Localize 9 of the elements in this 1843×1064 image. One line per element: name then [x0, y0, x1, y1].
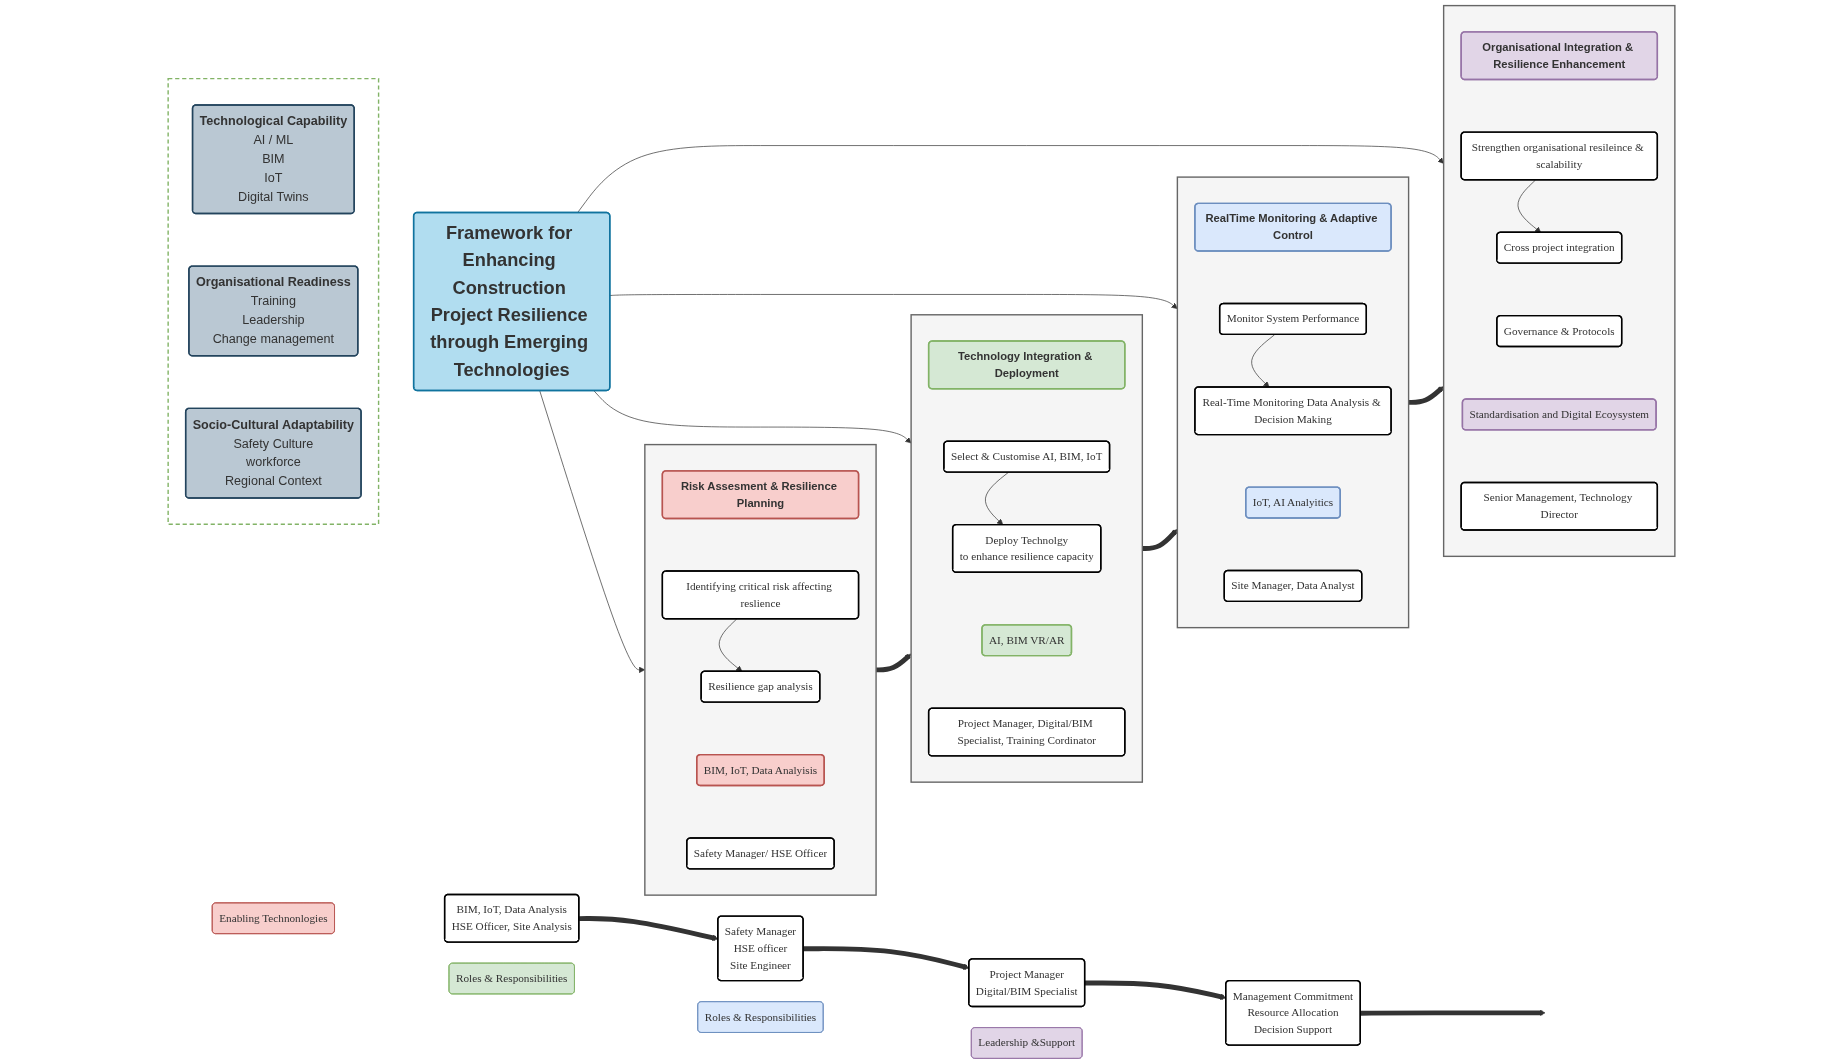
cluster [167, 77, 380, 525]
cluster [1442, 4, 1676, 558]
arrow [1408, 386, 1444, 405]
arrow [1142, 528, 1178, 551]
arrow [1360, 1009, 1546, 1016]
arrow [876, 653, 912, 673]
cluster [910, 314, 1144, 783]
cluster [1176, 176, 1410, 629]
cluster [644, 443, 877, 896]
